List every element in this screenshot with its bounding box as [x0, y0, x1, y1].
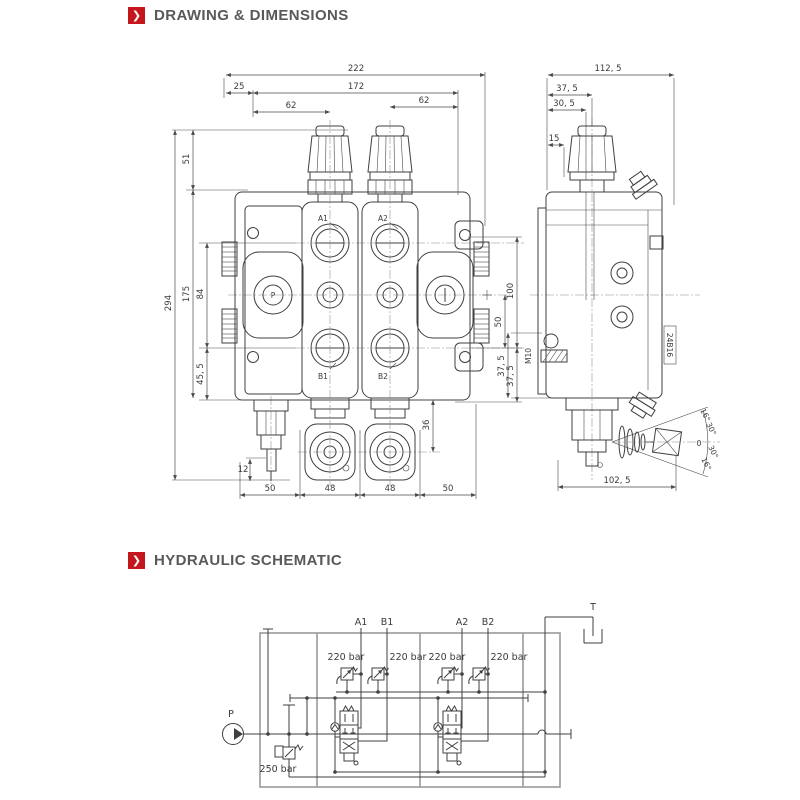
- dim-62-left-label: 62: [286, 101, 297, 111]
- angle-16-top-label: 16°: [698, 407, 712, 423]
- dim-51-label: 51: [182, 154, 192, 165]
- section-header-schematic: ❯ HYDRAULIC SCHEMATIC: [128, 552, 342, 569]
- dim-25-label: 25: [234, 82, 245, 92]
- dim-112-5-label: 112, 5: [594, 64, 621, 74]
- chevron-icon: ❯: [128, 7, 145, 24]
- hydraulic-schematic: T A1 B1 A2 B2 220 bar 220 bar 220 bar 22…: [222, 602, 603, 788]
- angle-0-label: 0: [697, 439, 702, 448]
- schematic-port-a1: A1: [355, 617, 368, 628]
- schematic-port-p: P: [228, 709, 234, 720]
- schematic-port-b2: B2: [482, 617, 495, 628]
- dim-30-5-label: 30, 5: [553, 99, 575, 109]
- dim-m10-label: M10: [524, 348, 533, 364]
- dim-84-label: 84: [196, 289, 206, 300]
- port-label-b1: B1: [318, 372, 328, 381]
- dim-bottom-48b-label: 48: [385, 484, 396, 494]
- relief-label-2: 220 bar: [390, 652, 427, 663]
- main-relief-label: 250 bar: [260, 764, 297, 775]
- port-label-p: P: [271, 291, 276, 300]
- port-label-a1: A1: [318, 214, 328, 223]
- schematic-port-a2: A2: [456, 617, 469, 628]
- angle-30-top-label: 30°: [704, 421, 718, 437]
- relief-label-4: 220 bar: [491, 652, 528, 663]
- dim-50-right-label: 50: [494, 317, 504, 328]
- chevron-icon: ❯: [128, 552, 145, 569]
- dim-294-label: 294: [164, 295, 174, 311]
- schematic-port-b1: B1: [381, 617, 394, 628]
- section-header-drawing: ❯ DRAWING & DIMENSIONS: [128, 7, 349, 24]
- dim-37-5-left-label: 37, 5: [497, 355, 507, 377]
- relief-label-3: 220 bar: [429, 652, 466, 663]
- drawing-section-title: DRAWING & DIMENSIONS: [154, 7, 349, 24]
- dim-222-label: 222: [348, 64, 364, 74]
- dim-bottom-50a-label: 50: [265, 484, 276, 494]
- angle-16-bot-label: 16°: [699, 456, 713, 472]
- model-tag-24b16: 24B16: [665, 333, 674, 357]
- dim-102-5-label: 102, 5: [603, 476, 630, 486]
- dim-100-label: 100: [506, 283, 516, 299]
- dim-37-5-label: 37, 5: [506, 365, 516, 387]
- dim-bottom-48a-label: 48: [325, 484, 336, 494]
- port-label-b2: B2: [378, 372, 388, 381]
- schematic-port-t: T: [589, 602, 596, 613]
- dim-12-label: 12: [238, 465, 249, 475]
- dim-36-label: 36: [422, 420, 432, 431]
- dim-172-label: 172: [348, 82, 364, 92]
- dim-37-5-top-label: 37, 5: [556, 84, 578, 94]
- schematic-section-title: HYDRAULIC SCHEMATIC: [154, 552, 343, 569]
- dim-45-5-label: 45, 5: [196, 363, 206, 385]
- relief-label-1: 220 bar: [328, 652, 365, 663]
- side-view-drawing: 24B16 M10: [497, 64, 720, 491]
- dim-175-label: 175: [182, 286, 192, 302]
- dim-15-label: 15: [549, 134, 560, 144]
- front-view-drawing: A1 A2 B1 B2 P: [164, 64, 524, 499]
- dim-62-right-label: 62: [419, 96, 430, 106]
- port-label-a2: A2: [378, 214, 388, 223]
- dim-bottom-50b-label: 50: [443, 484, 454, 494]
